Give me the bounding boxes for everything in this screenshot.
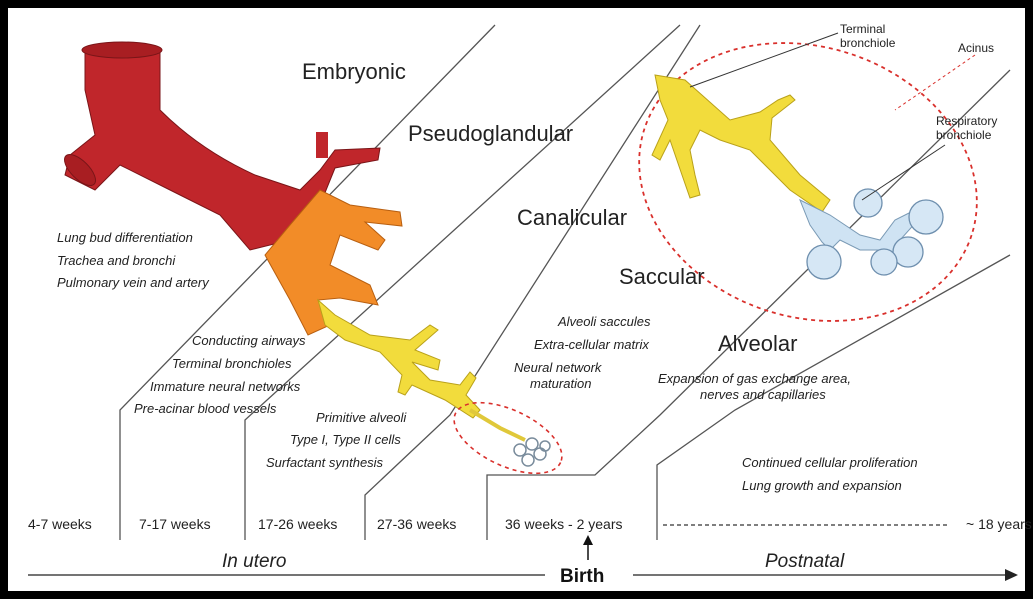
respiratory-bronchiole-label-line1: Respiratory: [936, 114, 997, 128]
note-pseudoglandular-4: Pre-acinar blood vessels: [134, 401, 277, 416]
postnatal-label: Postnatal: [765, 551, 845, 572]
note-embryonic-2: Trachea and bronchi: [57, 253, 176, 268]
stage-title-embryonic: Embryonic: [302, 59, 406, 84]
birth-label: Birth: [560, 566, 604, 587]
note-saccular-4: maturation: [530, 376, 591, 391]
stage-title-saccular: Saccular: [619, 264, 705, 289]
stage-title-canalicular: Canalicular: [517, 205, 627, 230]
note-canalicular-1: Primitive alveoli: [316, 410, 407, 425]
note-postnatal-2: Lung growth and expansion: [742, 478, 902, 493]
acinus-label: Acinus: [958, 41, 994, 55]
note-pseudoglandular-3: Immature neural networks: [150, 379, 301, 394]
note-embryonic-3: Pulmonary vein and artery: [57, 275, 210, 290]
note-saccular-2: Extra-cellular matrix: [534, 337, 649, 352]
trachea-branch-stub: [316, 132, 328, 158]
stage-title-pseudoglandular: Pseudoglandular: [408, 121, 573, 146]
note-canalicular-2: Type I, Type II cells: [290, 432, 401, 447]
timeline-label-1: 4-7 weeks: [28, 516, 92, 532]
note-saccular-1: Alveoli saccules: [557, 314, 651, 329]
terminal-bronchiole-label: Terminal bronchiole: [840, 22, 896, 50]
note-embryonic-1: Lung bud differentiation: [57, 230, 193, 245]
respiratory-bronchiole-label-line2: bronchiole: [936, 128, 992, 142]
respiratory-bronchiole-label: Respiratory bronchiole: [936, 114, 1001, 142]
timeline-label-5: 36 weeks - 2 years: [505, 516, 623, 532]
in-utero-label: In utero: [222, 551, 286, 572]
timeline-label-4: 27-36 weeks: [377, 516, 456, 532]
terminal-bronchiole-label-line1: Terminal: [840, 22, 885, 36]
note-postnatal-1: Continued cellular proliferation: [742, 455, 918, 470]
diagram-panel: [8, 8, 1025, 591]
timeline-label-6: ~ 18 years: [966, 516, 1032, 532]
note-pseudoglandular-1: Conducting airways: [192, 333, 306, 348]
timeline-label-2: 7-17 weeks: [139, 516, 211, 532]
note-canalicular-3: Surfactant synthesis: [266, 455, 384, 470]
timeline-label-3: 17-26 weeks: [258, 516, 337, 532]
note-alveolar-2: nerves and capillaries: [700, 387, 826, 402]
trachea-opening: [82, 42, 162, 58]
note-saccular-3: Neural network: [514, 360, 603, 375]
terminal-bronchiole-label-line2: bronchiole: [840, 36, 896, 50]
note-alveolar-1: Expansion of gas exchange area,: [658, 371, 851, 386]
note-pseudoglandular-2: Terminal bronchioles: [172, 356, 292, 371]
stage-title-alveolar: Alveolar: [718, 331, 797, 356]
